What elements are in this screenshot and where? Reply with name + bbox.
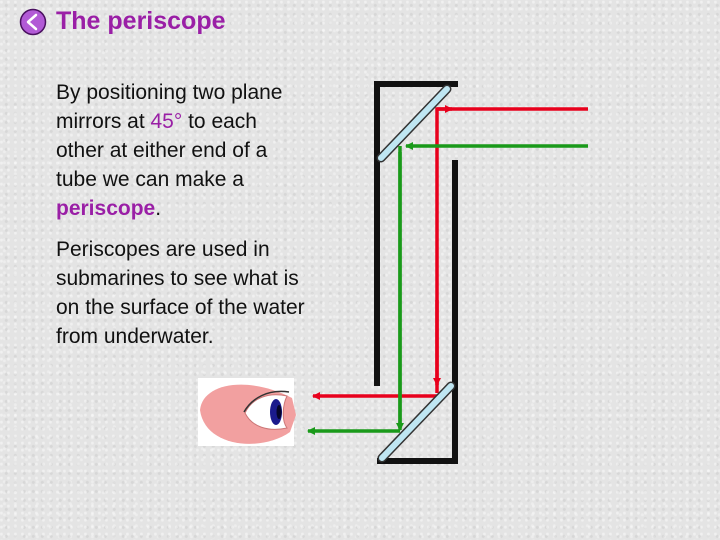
page-title: The periscope [56, 7, 226, 35]
intro-text-end: . [155, 197, 162, 220]
back-button[interactable] [19, 8, 47, 36]
top-mirror [376, 84, 452, 163]
back-arrow-icon [26, 13, 38, 31]
intro-text-start: By positioning two plane mirrors at [56, 81, 283, 133]
eye [198, 378, 296, 446]
usage-paragraph: Periscopes are used in submarines to see… [56, 238, 305, 348]
bottom-mirror [377, 381, 456, 463]
angle-value: 45° [150, 110, 183, 133]
periscope-term: periscope [56, 197, 156, 220]
periscope-tube [374, 81, 458, 464]
green-ray [307, 142, 588, 435]
red-ray [312, 105, 588, 400]
intro-paragraph: By positioning two plane mirrors at 45° … [56, 78, 306, 223]
intro-text-middle: to each other at either end of a tube we… [56, 110, 268, 191]
